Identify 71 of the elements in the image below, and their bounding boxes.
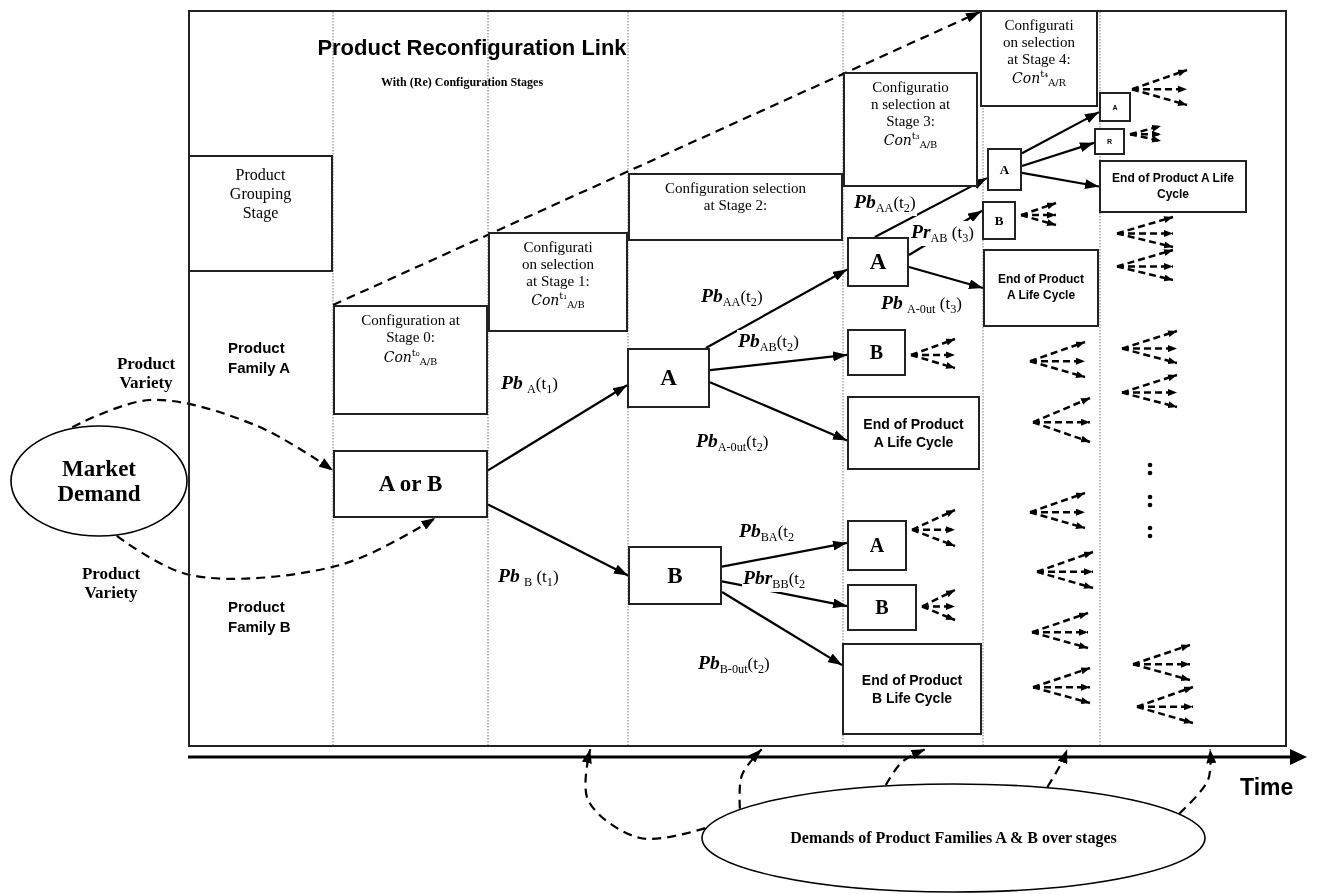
node-text: End of Product B Life Cycle: [860, 670, 964, 708]
node-text: A: [869, 249, 887, 275]
subtitle: With (Re) Configuration Stages: [379, 75, 545, 90]
arrow: [705, 268, 848, 349]
arrow: [1021, 111, 1100, 155]
arrow: [487, 384, 628, 472]
node-text: A: [869, 534, 885, 557]
end-of-life-box: [847, 396, 980, 470]
node-text: B: [869, 341, 884, 364]
arrow: [874, 177, 988, 238]
node-text: B: [875, 596, 889, 619]
arrow: [709, 381, 848, 442]
arrow: [1021, 141, 1095, 168]
dashed-arrow: [582, 748, 706, 840]
node-text: Configurati on selection at Stage 1:: [520, 239, 596, 290]
arrow: [1021, 171, 1100, 189]
arrow: [721, 591, 843, 666]
node-text: Demands of Product Families A & B over stages: [790, 828, 1117, 848]
node-text: A or B: [378, 471, 443, 497]
dashed-arrow: [1046, 748, 1069, 788]
dashed-arrow: [116, 517, 436, 580]
node-text: Configurati on selection at Stage 4:: [1001, 17, 1077, 68]
demand-ellipse: [10, 425, 188, 537]
title: Product Reconfiguration Link: [316, 35, 628, 61]
product-box: [847, 237, 909, 287]
text-label: Product Family A: [228, 338, 291, 379]
arrow: [709, 351, 848, 372]
product-box: [1099, 92, 1131, 122]
product-box: [333, 450, 488, 518]
demand-ellipse: [701, 783, 1206, 893]
product-box: [847, 520, 907, 571]
product-box: [1094, 128, 1125, 155]
product-box: [627, 348, 710, 408]
product-box: [847, 584, 917, 631]
node-text: Market Demand: [56, 455, 142, 507]
stage-box: [628, 173, 843, 241]
product-box: [628, 546, 722, 605]
node-text: B: [994, 212, 1004, 229]
text-label: Time: [1240, 773, 1295, 802]
product-box: [847, 329, 906, 376]
product-box: [987, 148, 1022, 191]
node-text: End of Product A Life Cycle: [997, 272, 1085, 304]
stage-box: [488, 232, 628, 332]
stage-box: [333, 305, 488, 415]
node-text: Configuration at Stage 0:: [360, 312, 461, 346]
arrow: [908, 265, 984, 290]
dashed-arrow: [738, 748, 763, 809]
node-text: A: [999, 161, 1010, 178]
node-text: B: [667, 562, 683, 589]
node-text: A: [660, 365, 677, 391]
node-text: Product Grouping Stage: [228, 165, 293, 223]
node-text: End of Product A Life Cycle: [862, 414, 965, 452]
stage-box: [188, 155, 333, 272]
arrow: [721, 540, 848, 568]
stage-box: [843, 72, 978, 187]
diagram-frame: [188, 10, 1287, 747]
arrow: [487, 503, 629, 577]
node-text: End of Product A Life Cycle: [1111, 170, 1235, 203]
product-box: [982, 201, 1016, 240]
stage-box: [980, 10, 1098, 107]
node-text: Configuration selection at Stage 2:: [663, 180, 808, 214]
end-of-life-box: [1099, 160, 1247, 213]
dashed-arrow: [71, 398, 334, 472]
node-text: Configuratio n selection at Stage 3:: [869, 79, 952, 130]
dashed-arrow: [1178, 749, 1217, 815]
edge-label: Pr$_{AB}$ (t$_{3}$): [910, 221, 975, 246]
dashed-arrow: [884, 748, 926, 786]
end-of-life-box: [983, 249, 1099, 327]
dashed-arrow: [332, 10, 981, 306]
end-of-life-box: [842, 643, 982, 735]
text-label: Product Family B: [228, 597, 292, 638]
